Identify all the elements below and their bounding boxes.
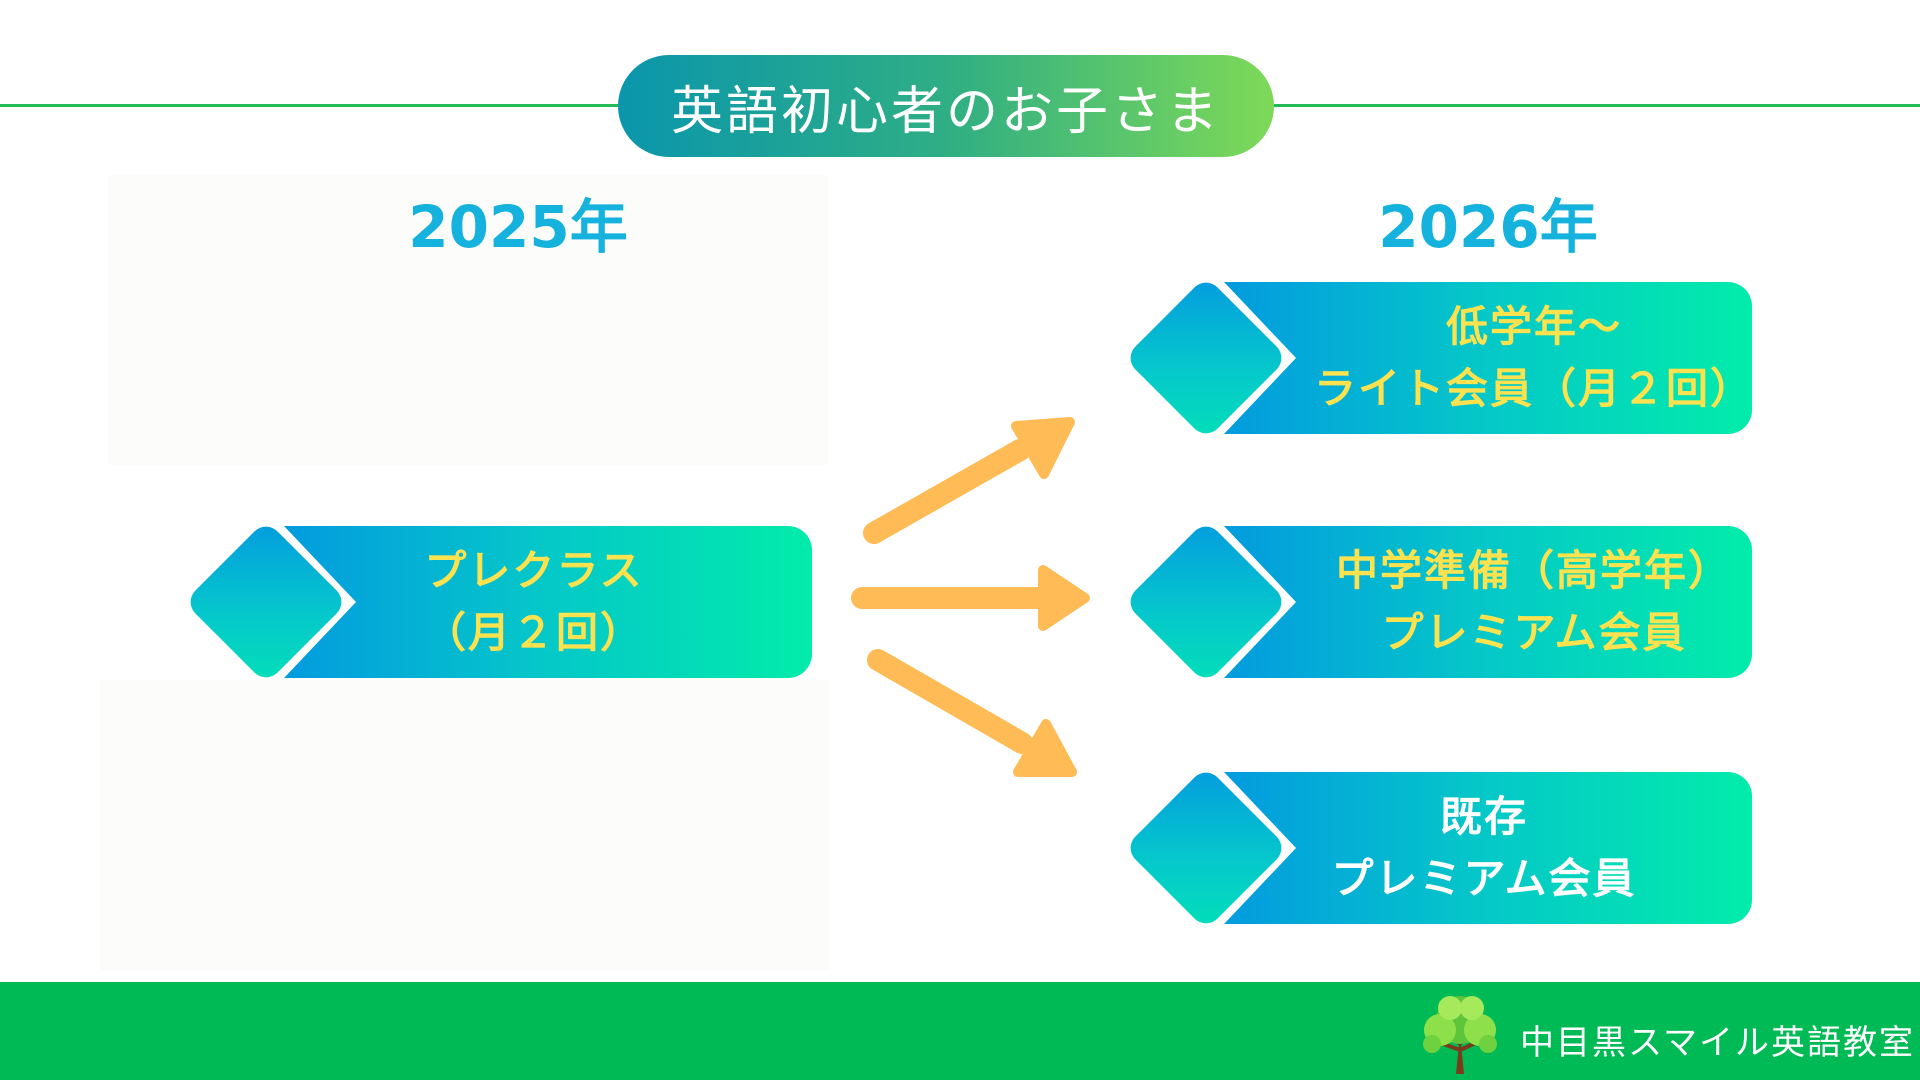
background-panel-top: [108, 175, 828, 465]
background-panel-bottom: [100, 680, 830, 970]
card-label-line2: （月２回）: [423, 608, 644, 657]
card-label-line1: 低学年～: [1445, 302, 1622, 351]
card-label: 低学年～ ライト会員（月２回）: [1304, 282, 1764, 434]
year-label-2026: 2026年: [1378, 193, 1598, 261]
card-light-member: 低学年～ ライト会員（月２回）: [1123, 275, 1752, 441]
card-label-line1: 既存: [1439, 792, 1528, 841]
card-label-line1: 中学準備（高学年）: [1335, 546, 1732, 595]
school-name: 中目黒スマイル英語教室: [1520, 1023, 1915, 1063]
card-label-line2: ライト会員（月２回）: [1313, 364, 1754, 413]
page-title: 英語初心者のお子さま: [618, 55, 1274, 157]
card-label: プレクラス （月２回）: [294, 526, 774, 678]
card-label: 既存 プレミアム会員: [1264, 772, 1704, 924]
arrow-down-head: [1013, 719, 1077, 777]
arrow-down-shaft: [867, 649, 1033, 754]
footer-bar: [0, 982, 1920, 1080]
arrow-up-head: [1011, 417, 1075, 479]
card-bar: [1224, 526, 1752, 678]
arrow-straight-head: [1038, 565, 1090, 631]
card-label-line2: プレミアム会員: [1331, 854, 1637, 903]
card-existing-premium: 既存 プレミアム会員: [1123, 765, 1752, 931]
arrow-up-shaft: [863, 439, 1031, 544]
card-pre-class: プレクラス （月２回）: [183, 519, 812, 685]
card-bar: [1224, 772, 1752, 924]
card-bar: [284, 526, 812, 678]
year-label-2025: 2025年: [408, 193, 628, 261]
tree-icon: [1423, 996, 1497, 1074]
card-bar: [1224, 282, 1752, 434]
card-label-line2: プレミアム会員: [1381, 608, 1687, 657]
card-label: 中学準備（高学年） プレミアム会員: [1304, 526, 1764, 678]
card-premium-upper: 中学準備（高学年） プレミアム会員: [1123, 519, 1752, 685]
card-label-line1: プレクラス: [424, 546, 644, 595]
